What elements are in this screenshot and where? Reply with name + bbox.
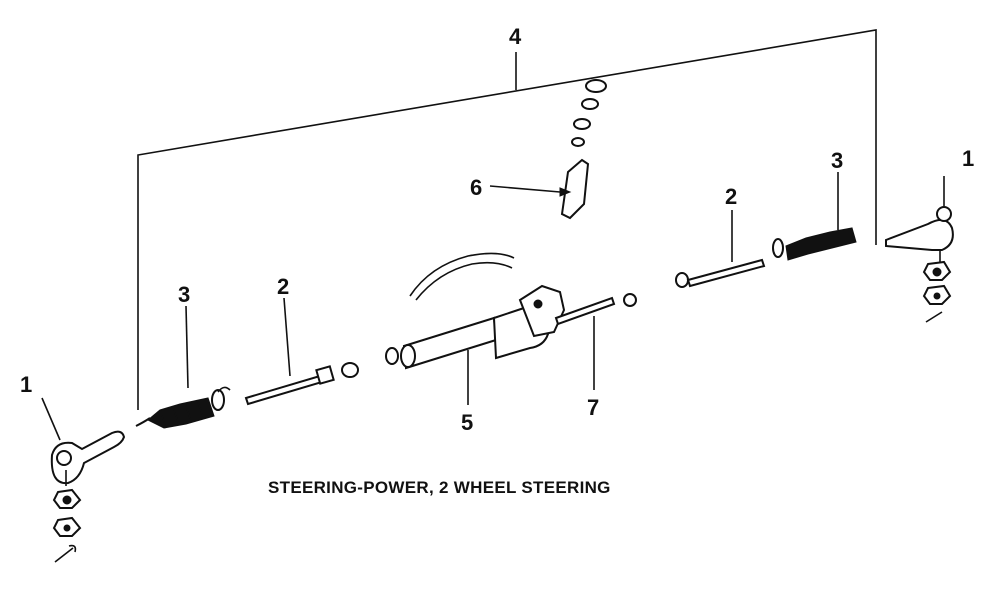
boot-left: [135, 386, 231, 429]
callout-4: 4: [509, 24, 522, 49]
callout-3-right: 3: [831, 148, 843, 173]
callout-3-left: 3: [178, 282, 190, 307]
gear-housing: [385, 252, 566, 405]
pinion-valve: [489, 79, 607, 220]
assembly-bracket-lines: [137, 29, 877, 410]
callout-6: 6: [470, 175, 482, 200]
tie-rod-end-right: [885, 176, 954, 323]
boot-right: [772, 172, 857, 261]
callout-1-right: 1: [962, 146, 974, 171]
callout-2-right: 2: [725, 184, 737, 209]
callout-7: 7: [587, 395, 599, 420]
callout-2-left: 2: [277, 274, 289, 299]
diagram-caption: STEERING-POWER, 2 WHEEL STEERING: [268, 478, 611, 497]
rack-shaft: [554, 293, 637, 390]
inner-tie-rod-right: [675, 210, 766, 288]
callout-1-left: 1: [20, 372, 32, 397]
inner-tie-rod-left: [244, 362, 359, 406]
callout-5: 5: [461, 410, 473, 435]
tie-rod-end-left: [50, 430, 126, 563]
